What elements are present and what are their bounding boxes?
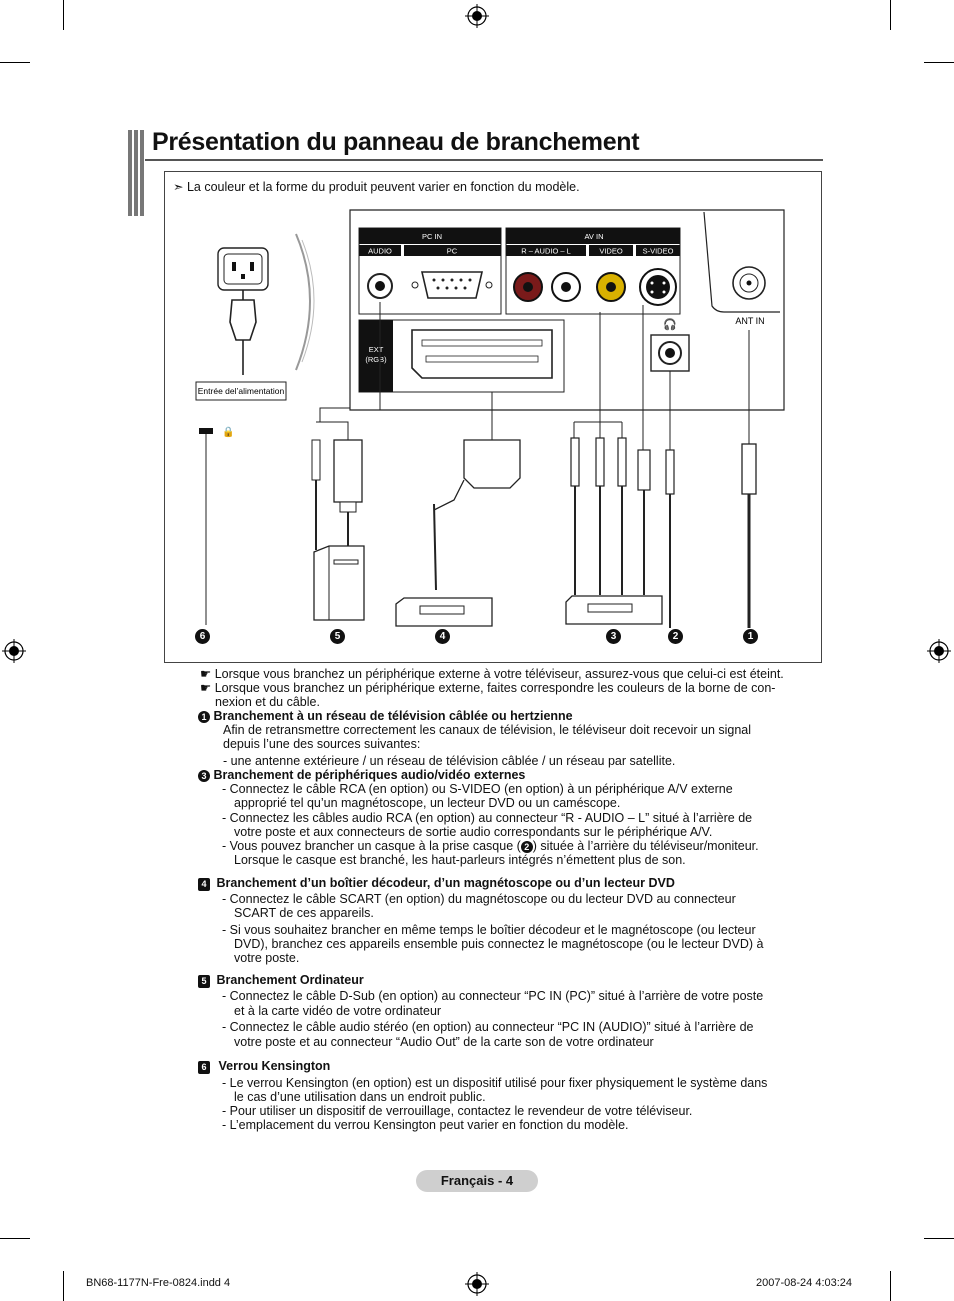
- section-4-heading: 4 Branchement d’un boîtier décodeur, d’u…: [198, 876, 675, 891]
- scart-plug-icon: [463, 439, 521, 489]
- section-6-line: - L’emplacement du verrou Kensington peu…: [222, 1118, 629, 1132]
- section-6-heading: 6 Verrou Kensington: [198, 1059, 330, 1074]
- r-audio-l-label: R – AUDIO – L: [521, 247, 571, 256]
- registration-mark-icon: [465, 4, 489, 28]
- av-in-label: AV IN: [584, 232, 603, 241]
- section-6-line: - Pour utiliser un dispositif de verroui…: [222, 1104, 693, 1118]
- crop-mark: [890, 0, 891, 30]
- section-number: 3: [198, 770, 210, 782]
- s-video-label: S-VIDEO: [643, 247, 674, 256]
- section-5-line: et à la carte vidéo de votre ordinateur: [234, 1004, 442, 1018]
- ant-in-label: ANT IN: [735, 316, 764, 326]
- registration-mark-icon: [2, 639, 26, 663]
- crop-mark: [924, 1238, 954, 1239]
- rgb-label: (RGB): [365, 355, 387, 364]
- section-3-line: Lorsque le casque est branché, les haut-…: [234, 853, 686, 867]
- section-1-line: Afin de retransmettre correctement les c…: [223, 723, 752, 737]
- section-3-line: votre poste et aux connecteurs de sortie…: [234, 825, 713, 839]
- audio-label: AUDIO: [368, 247, 392, 256]
- section-5-line: votre poste et au connecteur “Audio Out”…: [234, 1035, 654, 1049]
- section-3-line: - Vous pouvez brancher un casque à la pr…: [222, 839, 759, 853]
- d-sub-plug-icon: [333, 439, 363, 503]
- badge-6: 6: [195, 629, 210, 644]
- crop-mark: [0, 62, 30, 63]
- section-number: 1: [198, 711, 210, 723]
- section-3-line: - Connectez le câble RCA (en option) ou …: [222, 782, 733, 796]
- note-item: nexion et du câble.: [215, 695, 320, 709]
- section-3-line: appropri­é tel qu’un magnétoscope, un le…: [234, 796, 621, 810]
- crop-mark: [924, 62, 954, 63]
- page-title: Présentation du panneau de branchement: [152, 128, 640, 156]
- section-5-line: - Connectez le câble D-Sub (en option) a…: [222, 989, 764, 1003]
- crop-mark: [0, 1238, 30, 1239]
- scart-port-icon: [411, 329, 553, 379]
- section-4-line: - Connectez le câble SCART (en option) d…: [222, 892, 736, 906]
- file-slug: BN68-1177N-Fre-0824.indd 4: [86, 1277, 231, 1289]
- model-note: ➣ La couleur et la forme du produit peuv…: [173, 180, 580, 194]
- section-4-line: - Si vous souhaitez brancher en même tem…: [222, 923, 756, 937]
- section-number: 5: [198, 975, 210, 988]
- section-number: 4: [198, 878, 210, 891]
- diagram-frame: [164, 171, 822, 663]
- badge-2: 2: [668, 629, 683, 644]
- headphone-icon: 🎧: [663, 318, 677, 331]
- badge-5: 5: [330, 629, 345, 644]
- ext-label: EXT: [369, 345, 384, 354]
- page-number-label: Français - 4: [416, 1170, 538, 1192]
- pointing-hand-icon: ☛: [200, 681, 215, 695]
- pc-label: PC: [447, 247, 458, 256]
- crop-mark: [63, 1271, 64, 1301]
- section-1-line: depuis l’une des sources suivantes:: [223, 737, 421, 751]
- date-slug: 2007-08-24 4:03:24: [756, 1277, 853, 1289]
- registration-mark-icon: [927, 639, 951, 663]
- badge-3: 3: [606, 629, 621, 644]
- crop-mark: [63, 0, 64, 30]
- pc-in-header: [359, 228, 501, 244]
- connection-diagram: PC IN AUDIO PC AV IN R – AUDIO – L VIDEO…: [195, 209, 785, 628]
- section-1-line: - une antenne extérieure / un réseau de …: [223, 754, 676, 768]
- title-rule: [145, 159, 823, 161]
- section-3-line: - Connectez les câbles audio RCA (en opt…: [222, 811, 753, 825]
- section-4-line: DVD), branchez ces appareils ensemble pu…: [234, 937, 764, 951]
- pc-tower-icon: [313, 545, 365, 621]
- inline-badge: 2: [520, 841, 533, 853]
- section-4-line: votre poste.: [234, 951, 300, 965]
- crop-mark: [890, 1271, 891, 1301]
- video-label: VIDEO: [599, 247, 623, 256]
- title-bar-decoration: [128, 130, 145, 216]
- antenna-plug-icon: [741, 443, 757, 495]
- section-6-line: le cas d’une utilisation dans un endroit…: [234, 1090, 486, 1104]
- note-item: ☛ Lorsque vous branchez un périphérique …: [200, 667, 784, 681]
- power-cord: [229, 290, 257, 375]
- badge-4: 4: [435, 629, 450, 644]
- panel-step: [703, 211, 780, 313]
- section-5-line: - Connectez le câble audio stéréo (en op…: [222, 1020, 754, 1034]
- note-item: ☛ Lorsque vous branchez un périphérique …: [200, 681, 776, 695]
- section-6-line: - Le verrou Kensington (en option) est u…: [222, 1076, 768, 1090]
- section-number: 6: [198, 1061, 210, 1074]
- section-3-heading: 3 Branchement de périphériques audio/vid…: [198, 768, 525, 783]
- arrow-icon: ➣: [173, 180, 187, 194]
- d-sub-port-icon: [420, 271, 484, 299]
- section-1-heading: 1 Branchement à un réseau de télévision …: [198, 709, 573, 724]
- section-4-line: SCART de ces appareils.: [234, 906, 374, 920]
- registration-mark-icon: [465, 1272, 489, 1296]
- pc-in-label: PC IN: [422, 232, 442, 241]
- section-5-heading: 5 Branchement Ordinateur: [198, 973, 364, 988]
- badge-1: 1: [743, 629, 758, 644]
- power-input-label: Entrée del’alimentation: [198, 386, 285, 396]
- kensington-slot: [199, 428, 213, 434]
- audio-plug-icon: [311, 439, 321, 481]
- pointing-hand-icon: ☛: [200, 667, 215, 681]
- lock-icon: 🔒: [222, 426, 234, 438]
